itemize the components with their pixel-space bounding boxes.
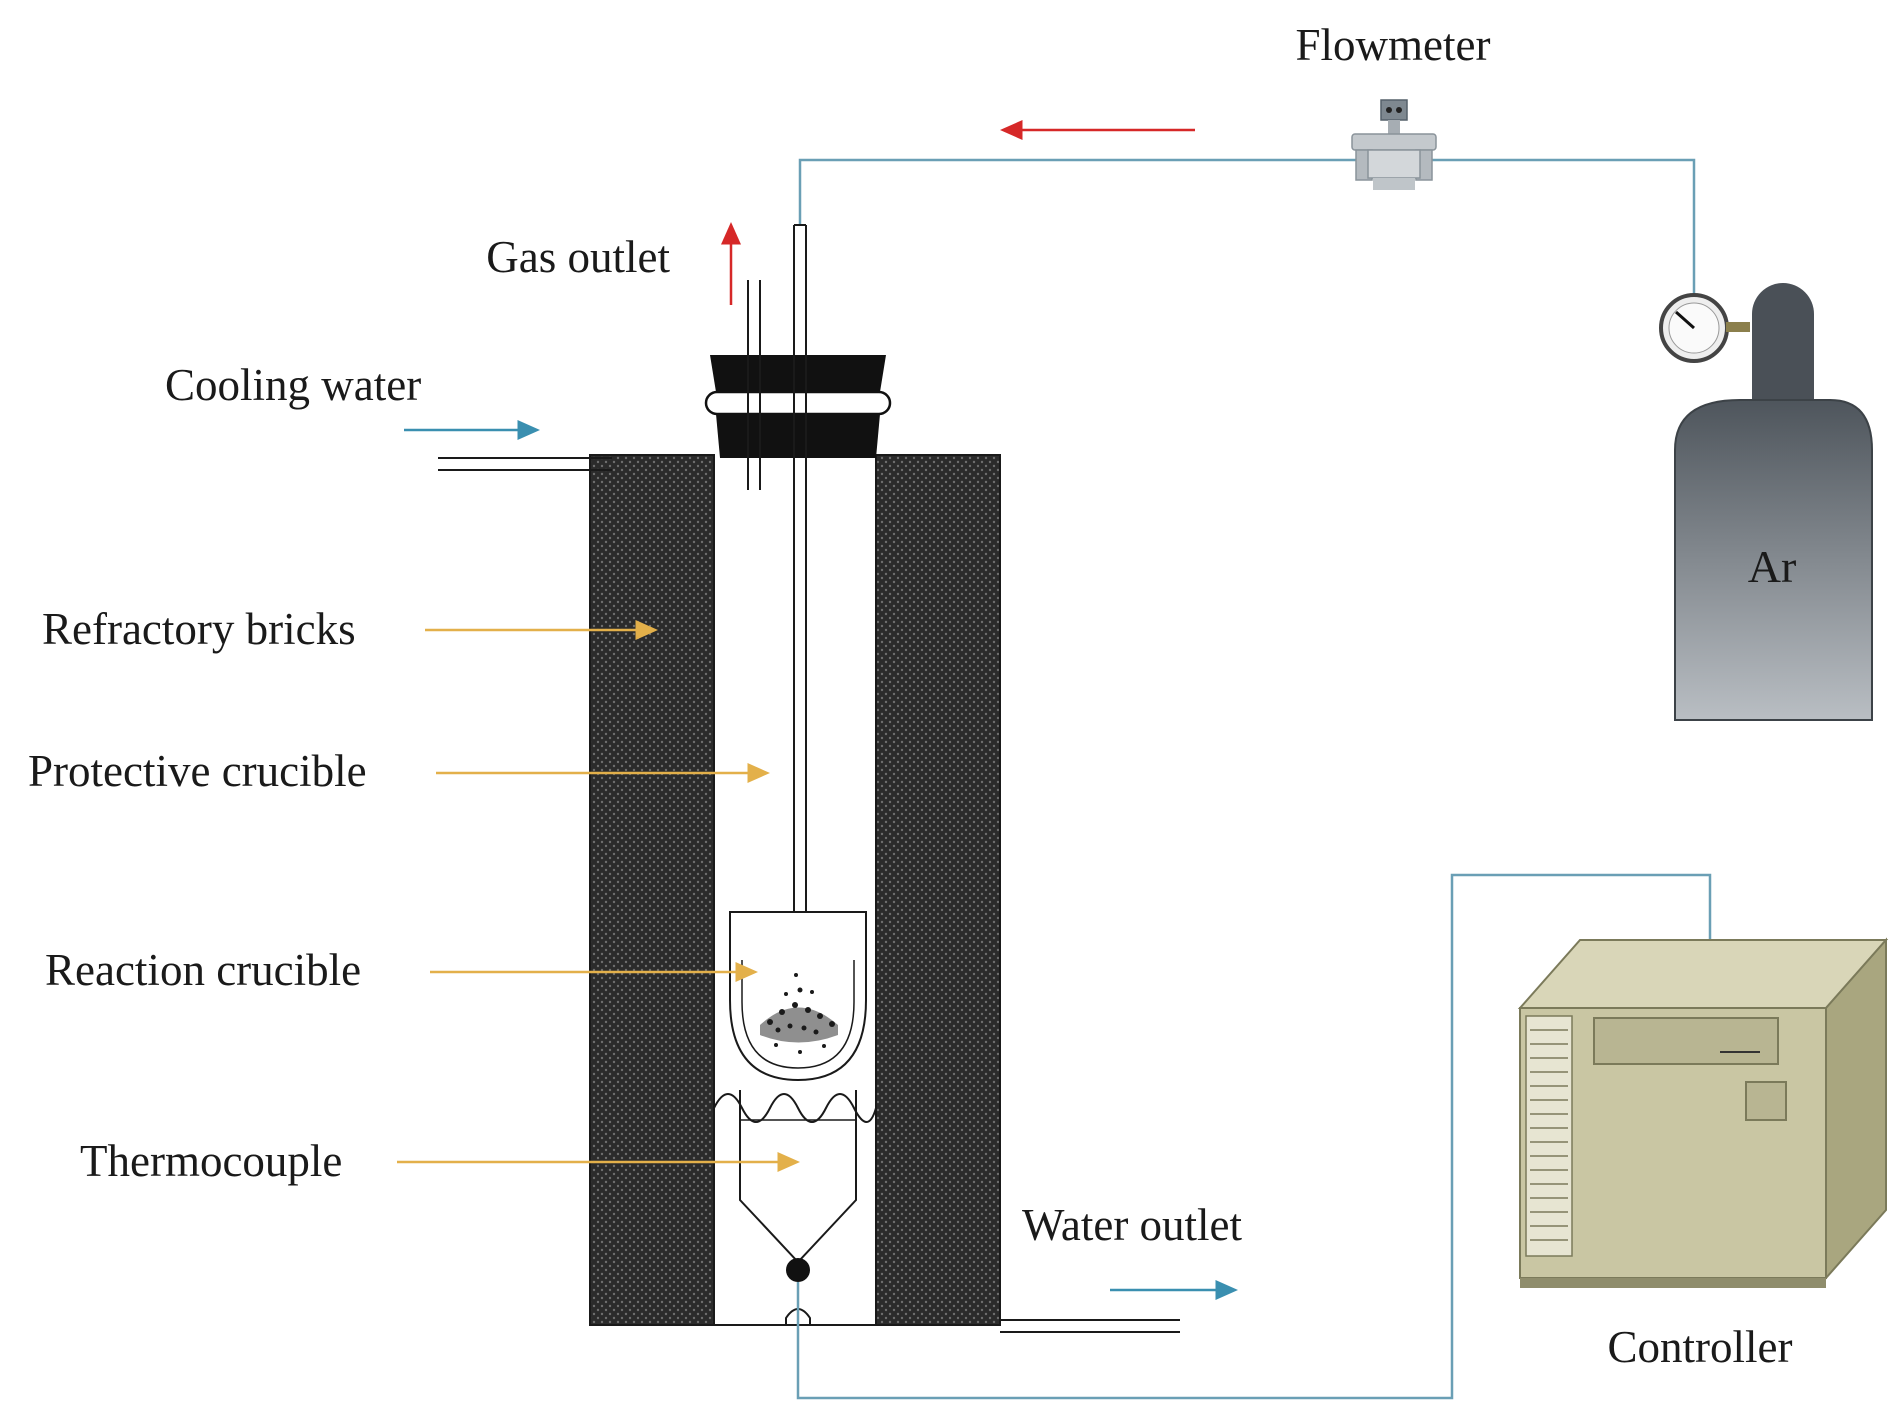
cooling-water-label: Cooling water [165, 360, 421, 410]
thermocouple-signal-line [796, 873, 1712, 1400]
tube-stopper [704, 355, 892, 458]
flowmeter-label: Flowmeter [1296, 20, 1491, 70]
cooling-water-inlet-pipe [438, 457, 612, 471]
gas-outlet-tube [747, 280, 761, 490]
thermocouple-tip [786, 1258, 810, 1282]
controller-label: Controller [1608, 1322, 1793, 1372]
protective-crucible [713, 455, 877, 1325]
flowmeter-icon [1351, 99, 1437, 190]
controller-unit [1517, 937, 1889, 1288]
water-outlet-pipe [1000, 1319, 1180, 1333]
heating-coil [713, 1093, 877, 1123]
argon-label: Ar [1748, 541, 1797, 592]
refractory-bricks-left [589, 454, 715, 1326]
refractory-bricks-label: Refractory bricks [42, 604, 356, 654]
reaction-crucible [729, 911, 867, 1082]
thermocouple-label: Thermocouple [80, 1136, 342, 1186]
water-outlet-label: Water outlet [1022, 1200, 1243, 1250]
pressure-gauge-icon [1659, 293, 1750, 363]
reaction-crucible-label: Reaction crucible [45, 945, 361, 995]
refractory-bricks-right [875, 454, 1001, 1326]
thermocouple-housing [739, 1090, 857, 1264]
gas-outlet-label: Gas outlet [486, 232, 670, 282]
argon-cylinder [1674, 283, 1873, 721]
argon-gas-line [798, 158, 1696, 308]
gas-inlet-lance [793, 224, 807, 945]
protective-crucible-label: Protective crucible [28, 746, 367, 796]
